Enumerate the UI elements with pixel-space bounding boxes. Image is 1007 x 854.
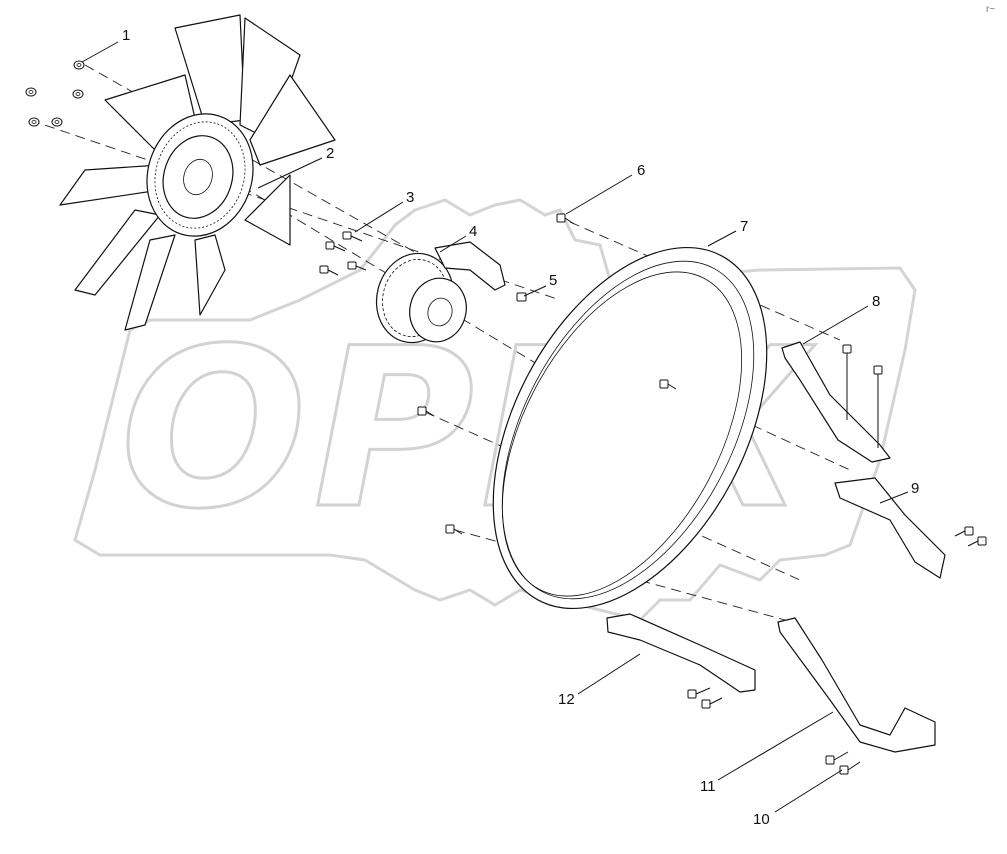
callout-6: 6 bbox=[637, 162, 645, 179]
callout-2: 2 bbox=[326, 145, 334, 162]
support-9-body bbox=[834, 477, 946, 579]
part-8-support bbox=[781, 341, 891, 463]
fan-blade bbox=[249, 74, 336, 166]
support-12-body bbox=[606, 613, 756, 693]
clutch-bracket bbox=[434, 241, 506, 291]
fan-hub-plate bbox=[162, 135, 234, 219]
leader-5 bbox=[523, 285, 547, 297]
support-8-body bbox=[781, 341, 891, 463]
fan-hub-teeth bbox=[154, 121, 246, 229]
callout-4: 4 bbox=[469, 223, 477, 240]
shroud-bolts bbox=[417, 379, 677, 535]
leader-1 bbox=[81, 41, 119, 63]
bolt bbox=[954, 526, 974, 537]
fan-blade bbox=[124, 234, 176, 331]
callout-1: 1 bbox=[122, 27, 130, 44]
part-7-fan-shroud bbox=[492, 246, 768, 610]
shroud-lip bbox=[501, 271, 743, 597]
callout-12: 12 bbox=[558, 691, 575, 708]
fan-blade bbox=[194, 234, 226, 316]
part-2-fan bbox=[59, 14, 336, 331]
bolt bbox=[701, 697, 723, 709]
leader-2 bbox=[257, 157, 323, 189]
fan-blade bbox=[59, 164, 161, 206]
shroud-inner bbox=[501, 260, 755, 600]
fan-hub-center bbox=[183, 158, 213, 196]
bolt bbox=[687, 687, 711, 699]
leader-6 bbox=[565, 174, 633, 215]
part-12-support bbox=[606, 613, 756, 709]
leader-11 bbox=[717, 711, 834, 781]
callout-8: 8 bbox=[872, 293, 880, 310]
leader-3 bbox=[354, 201, 404, 233]
clutch-face bbox=[409, 277, 467, 343]
fan-blade bbox=[244, 174, 291, 246]
nut bbox=[73, 60, 85, 70]
bolt bbox=[325, 241, 346, 252]
callout-7: 7 bbox=[740, 218, 748, 235]
bolt bbox=[445, 524, 463, 535]
part-6-bolt bbox=[556, 213, 575, 225]
leader-4 bbox=[439, 235, 467, 253]
callout-11: 11 bbox=[700, 778, 716, 795]
leader-lines bbox=[81, 41, 909, 813]
bolt bbox=[342, 231, 363, 242]
support-11-body bbox=[777, 617, 936, 753]
bolt bbox=[839, 761, 861, 775]
nut bbox=[72, 89, 84, 99]
callouts: 1 2 3 4 5 6 7 8 9 10 11 12 bbox=[122, 27, 919, 828]
callout-9: 9 bbox=[911, 480, 919, 497]
bolt bbox=[319, 265, 339, 276]
nut bbox=[51, 117, 63, 127]
leader-9 bbox=[879, 491, 909, 504]
callout-3: 3 bbox=[406, 189, 414, 206]
nut bbox=[28, 117, 40, 127]
nut bbox=[25, 87, 37, 97]
leader-7 bbox=[707, 230, 737, 247]
bolt bbox=[417, 406, 435, 417]
callout-5: 5 bbox=[549, 272, 557, 289]
leader-12 bbox=[577, 653, 641, 695]
part-5-bolt bbox=[516, 292, 527, 302]
shroud-outer bbox=[492, 246, 768, 610]
part-4-fan-clutch bbox=[375, 241, 506, 344]
bolt bbox=[967, 536, 987, 547]
bolt bbox=[825, 751, 849, 765]
bolt bbox=[347, 261, 367, 271]
part-3-bolts bbox=[319, 231, 367, 276]
bolt bbox=[659, 379, 677, 390]
clutch-center bbox=[427, 297, 453, 327]
bolt bbox=[842, 344, 852, 420]
callout-10: 10 bbox=[753, 811, 770, 828]
bolt bbox=[873, 365, 883, 448]
part-11-support bbox=[777, 617, 936, 753]
leader-10 bbox=[774, 769, 843, 813]
corner-mark: r~ bbox=[986, 4, 995, 15]
part-9-support bbox=[834, 477, 987, 579]
axis-bolt-left bbox=[424, 411, 801, 581]
leader-8 bbox=[802, 305, 869, 345]
part-1-nuts bbox=[25, 60, 85, 127]
part-10-bolts bbox=[825, 751, 861, 775]
